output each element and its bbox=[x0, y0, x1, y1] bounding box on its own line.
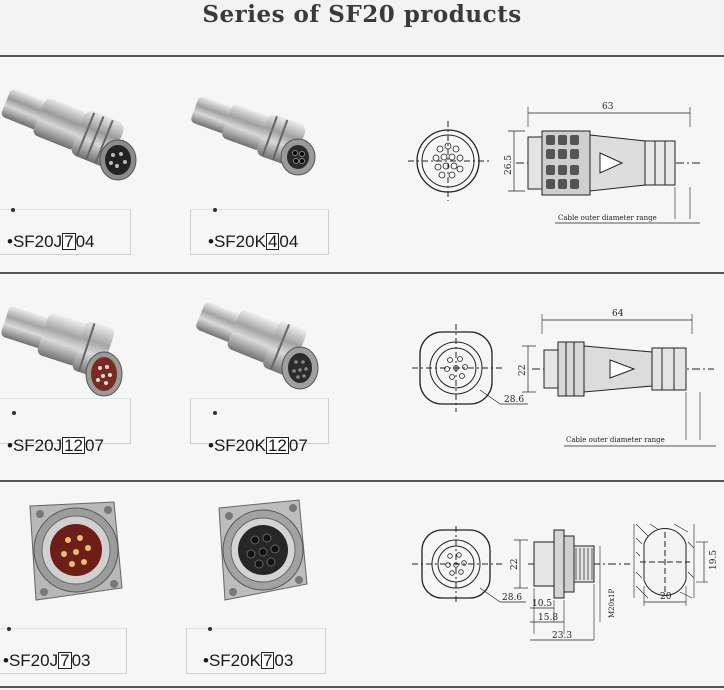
product-photo-sf20j-panel-socket bbox=[29, 501, 123, 601]
product-label-box-6 bbox=[186, 628, 326, 674]
label-suffix: 07 bbox=[288, 436, 308, 455]
dim-thread: M20x1P bbox=[608, 589, 616, 618]
label-dot bbox=[213, 208, 217, 212]
dim-d2: 15.8 bbox=[538, 613, 558, 623]
product-photo-sf20k-plug bbox=[196, 302, 319, 390]
product-label-box-4 bbox=[190, 398, 329, 444]
label-dot bbox=[208, 627, 212, 631]
dim-panel-w: 20 bbox=[660, 592, 672, 602]
dim-diameter: 22 bbox=[518, 365, 528, 376]
label-dot bbox=[7, 627, 11, 631]
row-bottom-border bbox=[0, 686, 724, 688]
product-photo-sf20j-plug bbox=[1, 306, 123, 397]
label-code: 7 bbox=[62, 232, 76, 251]
product-photo-sf20k-panel-socket bbox=[218, 499, 308, 601]
label-suffix: 03 bbox=[71, 651, 91, 670]
product-label-box-1 bbox=[0, 209, 131, 255]
dim-length: 63 bbox=[602, 102, 614, 112]
cable-note: Cable outer diameter range bbox=[558, 214, 657, 222]
product-label-box-2 bbox=[190, 209, 329, 255]
label-code: 12 bbox=[265, 436, 289, 455]
cable-note: Cable outer diameter range bbox=[566, 436, 665, 444]
label-prefix: SF20J bbox=[12, 436, 63, 455]
label-suffix: 04 bbox=[75, 232, 95, 251]
label-suffix: 03 bbox=[274, 651, 294, 670]
label-suffix: 04 bbox=[279, 232, 299, 251]
dim-face: 28.6 bbox=[504, 395, 524, 405]
label-dot bbox=[12, 411, 16, 415]
dim-diameter: 26.5 bbox=[504, 155, 514, 175]
product-photo-sf20j-cable-plug bbox=[1, 89, 137, 181]
label-prefix: SF20K bbox=[213, 436, 266, 455]
label-suffix: 07 bbox=[85, 436, 104, 455]
product-photo-sf20k-cable-plug bbox=[191, 96, 316, 176]
dim-d1: 10.5 bbox=[532, 599, 552, 609]
label-prefix: SF20J bbox=[12, 232, 63, 251]
technical-drawing-2: 28.6 22 64 Cable outer diameter range bbox=[412, 309, 716, 447]
label-prefix: SF20K bbox=[208, 651, 261, 670]
label-dot bbox=[11, 208, 15, 212]
technical-drawing-1: 26.5 63 Cable outer diameter range bbox=[408, 102, 700, 224]
product-label-box-5 bbox=[0, 628, 127, 674]
technical-drawing-3: 28.6 22 10.5 15.8 23.3 M20x1P bbox=[412, 523, 719, 641]
dim-d3: 23.3 bbox=[552, 631, 572, 641]
dim-diameter: 22 bbox=[510, 559, 520, 570]
label-dot bbox=[213, 411, 217, 415]
page-title: Series of SF20 products bbox=[202, 1, 522, 28]
dim-panel-h: 19.5 bbox=[709, 550, 719, 570]
label-code: 7 bbox=[260, 651, 275, 670]
dim-length: 64 bbox=[612, 309, 624, 319]
label-code: 4 bbox=[265, 232, 280, 251]
label-code: 12 bbox=[62, 436, 86, 455]
label-code: 7 bbox=[58, 651, 72, 670]
label-prefix: SF20J bbox=[8, 651, 59, 670]
label-prefix: SF20K bbox=[213, 232, 266, 251]
dim-face: 28.6 bbox=[502, 593, 522, 603]
